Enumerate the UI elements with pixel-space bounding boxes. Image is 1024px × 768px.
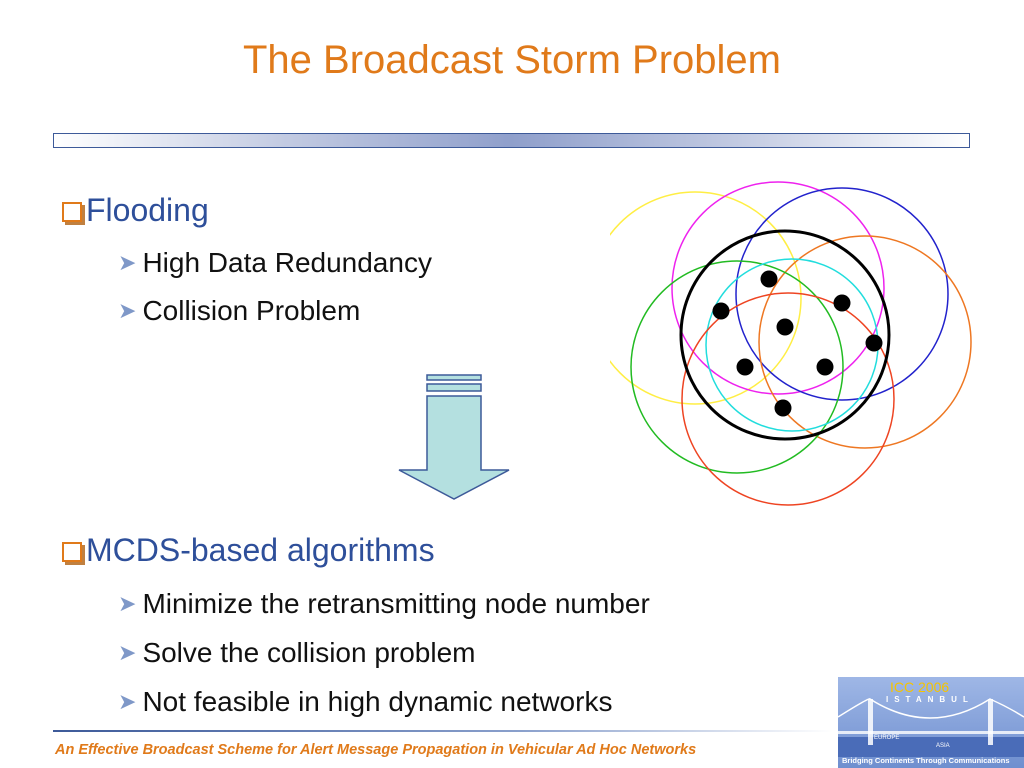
bullet-flooding: Flooding [62, 192, 209, 229]
coverage-circle [610, 191, 802, 405]
bullet-high-data-redundancy: ➤High Data Redundancy [118, 247, 432, 279]
logo-title: ICC 2006 [890, 679, 950, 695]
source-coverage-circle [679, 229, 891, 441]
logo-city: ISTANBUL [886, 695, 974, 704]
coverage-circle [630, 260, 844, 474]
logo-tagline: Bridging Continents Through Communicatio… [842, 756, 1010, 765]
bullet-solve-collision: ➤Solve the collision problem [118, 637, 476, 669]
footer-text: An Effective Broadcast Scheme for Alert … [55, 742, 697, 758]
node-dot [774, 399, 792, 417]
bullet-label: Minimize the retransmitting node number [142, 588, 650, 619]
coverage-circle [681, 292, 895, 506]
bullet-flooding-label: Flooding [86, 192, 209, 228]
arrow-bullet-icon: ➤ [118, 591, 137, 616]
checkbox-bullet-icon [62, 202, 82, 222]
node-dot [816, 358, 834, 376]
coverage-circle [671, 181, 885, 395]
broadcast-coverage-diagram [610, 181, 972, 506]
coverage-circle [758, 235, 972, 449]
bridge-icon [838, 698, 1024, 757]
conference-logo: ICC 2006 ISTANBUL EUROPE ASIA Bridging C… [838, 677, 1024, 768]
footer-divider [53, 730, 833, 732]
arrow-bullet-icon: ➤ [118, 640, 137, 665]
coverage-circle [705, 258, 879, 432]
down-arrow-icon [398, 374, 510, 500]
bullet-collision-problem: ➤Collision Problem [118, 295, 360, 327]
logo-europe-label: EUROPE [874, 735, 900, 741]
bullet-label: Solve the collision problem [142, 637, 476, 668]
checkbox-bullet-icon [62, 542, 82, 562]
logo-asia-label: ASIA [936, 743, 950, 749]
bullet-label: High Data Redundancy [142, 247, 432, 278]
node-dot [776, 318, 794, 336]
bullet-not-feasible: ➤Not feasible in high dynamic networks [118, 686, 612, 718]
node-dot [736, 358, 754, 376]
bullet-label: Not feasible in high dynamic networks [142, 686, 613, 717]
arrow-bullet-icon: ➤ [118, 689, 137, 714]
slide-title: The Broadcast Storm Problem [243, 38, 781, 82]
node-dot [865, 334, 883, 352]
bullet-label: Collision Problem [142, 295, 361, 326]
bullet-mcds-label: MCDS-based algorithms [86, 532, 435, 568]
bullet-minimize: ➤Minimize the retransmitting node number [118, 588, 650, 620]
bullet-mcds: MCDS-based algorithms [62, 532, 435, 569]
title-divider-bar [53, 133, 970, 148]
node-dot [833, 294, 851, 312]
node-dot [712, 302, 730, 320]
arrow-bullet-icon: ➤ [118, 298, 137, 323]
coverage-circle [735, 187, 949, 401]
arrow-bullet-icon: ➤ [118, 250, 137, 275]
node-dot [760, 270, 778, 288]
